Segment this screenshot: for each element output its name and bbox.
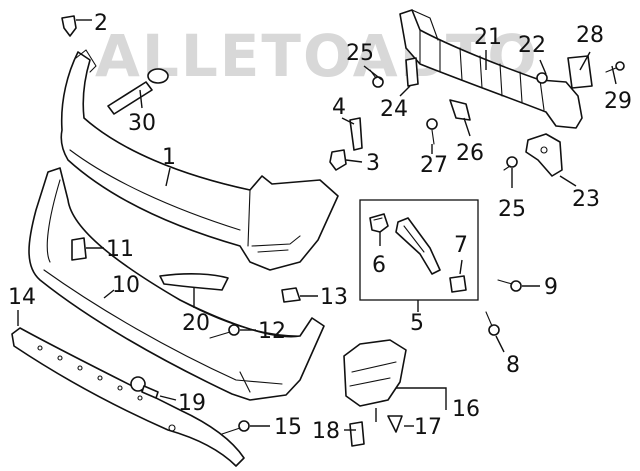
clip-13 — [281, 287, 301, 303]
reflector — [159, 273, 229, 291]
screw-29 — [605, 61, 625, 73]
callout-16: 16 — [452, 397, 480, 422]
callout-14: 14 — [8, 285, 36, 310]
sensor-19 — [130, 376, 146, 392]
side-bracket — [525, 133, 563, 177]
callout-28: 28 — [576, 23, 604, 48]
callout-21: 21 — [474, 25, 502, 50]
clip-18 — [349, 421, 365, 447]
callout-17: 17 — [414, 415, 442, 440]
callout-25-mid: 25 — [498, 197, 526, 222]
callout-10: 10 — [112, 273, 140, 298]
bracket-in-box — [395, 217, 441, 275]
splash-shield — [343, 339, 407, 407]
screw-15 — [221, 420, 250, 435]
callout-8: 8 — [506, 353, 520, 378]
screw-22 — [536, 72, 548, 84]
clip-7 — [449, 275, 467, 293]
kit-box — [359, 199, 479, 301]
callout-labels: 2 25 21 22 28 29 30 24 4 3 27 26 1 23 25… — [8, 11, 632, 444]
callout-26: 26 — [456, 141, 484, 166]
callout-3: 3 — [366, 151, 380, 176]
callout-5: 5 — [410, 311, 424, 336]
clip-3 — [329, 149, 347, 171]
callout-11: 11 — [106, 237, 134, 262]
callout-12: 12 — [258, 319, 286, 344]
screw-25b — [503, 156, 518, 171]
callout-19: 19 — [178, 391, 206, 416]
callout-9: 9 — [544, 275, 558, 300]
screw-12 — [209, 324, 240, 339]
sensor-19-body — [141, 385, 159, 399]
callout-7: 7 — [454, 233, 468, 258]
clip-2 — [61, 15, 77, 37]
callout-27: 27 — [420, 153, 448, 178]
clip-6 — [369, 213, 389, 233]
nut-11 — [71, 237, 87, 261]
callout-30: 30 — [128, 111, 156, 136]
screw-8 — [485, 311, 500, 336]
callout-24: 24 — [380, 97, 408, 122]
callout-23: 23 — [572, 187, 600, 212]
tow-hook — [107, 68, 169, 115]
reinforcement-beam — [399, 9, 583, 129]
pin-4 — [349, 117, 363, 151]
callout-1: 1 — [162, 145, 176, 170]
screw-27 — [426, 118, 438, 145]
bracket-26 — [449, 99, 471, 121]
leader-lines — [17, 19, 617, 431]
callout-25-top: 25 — [346, 41, 374, 66]
callout-2: 2 — [94, 11, 108, 36]
screw-9 — [497, 279, 522, 292]
callout-6: 6 — [372, 253, 386, 278]
callout-13: 13 — [320, 285, 348, 310]
callout-4: 4 — [332, 95, 346, 120]
callout-22: 22 — [518, 33, 546, 58]
callout-15: 15 — [274, 415, 302, 440]
bumper-cover — [60, 49, 339, 271]
callout-20: 20 — [182, 311, 210, 336]
callout-29: 29 — [604, 89, 632, 114]
lower-trim — [11, 327, 245, 467]
bracket-28 — [567, 55, 593, 89]
callout-18: 18 — [312, 419, 340, 444]
bracket-24 — [405, 57, 419, 87]
clip-17 — [387, 415, 403, 433]
